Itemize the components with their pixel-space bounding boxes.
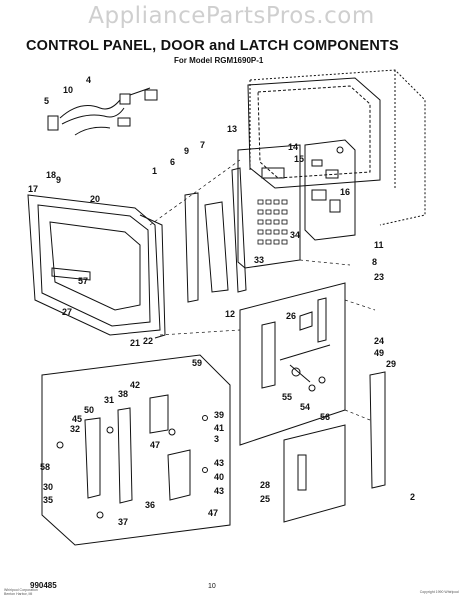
callout-37: 37 bbox=[118, 517, 128, 527]
callout-1: 1 bbox=[152, 166, 157, 176]
callout-43-a: 43 bbox=[214, 458, 224, 468]
callout-45: 45 bbox=[72, 414, 82, 424]
wire-harness bbox=[47, 87, 158, 136]
callout-43-b: 43 bbox=[214, 486, 224, 496]
callout-47-b: 47 bbox=[208, 508, 218, 518]
door-assembly bbox=[27, 194, 166, 339]
callout-12: 12 bbox=[225, 309, 235, 319]
latch-bracket bbox=[283, 371, 386, 523]
callout-57: 57 bbox=[78, 276, 88, 286]
callout-21: 21 bbox=[130, 338, 140, 348]
microwave-cavity-outline bbox=[249, 69, 426, 226]
fine-print-right: Copyright 1990 Whirlpool bbox=[419, 590, 459, 594]
callout-16: 16 bbox=[340, 187, 350, 197]
callout-15: 15 bbox=[294, 154, 304, 164]
callout-18: 18 bbox=[46, 170, 56, 180]
callout-8: 8 bbox=[372, 257, 377, 267]
callout-30: 30 bbox=[43, 482, 53, 492]
callout-10: 10 bbox=[63, 85, 73, 95]
callout-7: 7 bbox=[200, 140, 205, 150]
callout-3: 3 bbox=[214, 434, 219, 444]
callout-6: 6 bbox=[170, 157, 175, 167]
callout-50: 50 bbox=[84, 405, 94, 415]
callout-41: 41 bbox=[214, 423, 224, 433]
page-number: 10 bbox=[208, 583, 216, 590]
panel-trim-strips bbox=[184, 167, 247, 303]
callout-25: 25 bbox=[260, 494, 270, 504]
callout-14: 14 bbox=[288, 142, 298, 152]
callout-24: 24 bbox=[374, 336, 384, 346]
callout-28: 28 bbox=[260, 480, 270, 490]
callout-9: 9 bbox=[184, 146, 189, 156]
callout-38: 38 bbox=[118, 389, 128, 399]
callout-56: 56 bbox=[320, 412, 330, 422]
callout-40: 40 bbox=[214, 472, 224, 482]
control-board bbox=[304, 139, 356, 241]
callout-19: 9 bbox=[56, 175, 61, 185]
model-subtitle: For Model RGM1690P-1 bbox=[174, 56, 264, 65]
fine-print-left: Whirlpool Corporation Benton Harbor, MI bbox=[4, 588, 38, 596]
callout-55: 55 bbox=[282, 392, 292, 402]
callout-labels: 4 10 5 13 14 15 16 6 9 7 1 17 18 9 20 34… bbox=[28, 75, 415, 527]
callout-22: 22 bbox=[143, 336, 153, 346]
callout-42: 42 bbox=[130, 380, 140, 390]
callout-23: 23 bbox=[374, 272, 384, 282]
callout-54: 54 bbox=[300, 402, 310, 412]
callout-20: 20 bbox=[90, 194, 100, 204]
callout-39: 39 bbox=[214, 410, 224, 420]
callout-29: 29 bbox=[386, 359, 396, 369]
callout-11: 11 bbox=[374, 240, 384, 250]
callout-34: 34 bbox=[290, 230, 300, 240]
callout-59: 59 bbox=[192, 358, 202, 368]
callout-2: 2 bbox=[410, 492, 415, 502]
fine-print-left-line2: Benton Harbor, MI bbox=[4, 592, 33, 596]
callout-26: 26 bbox=[286, 311, 296, 321]
callout-31: 31 bbox=[104, 395, 114, 405]
diagram-title: CONTROL PANEL, DOOR and LATCH COMPONENTS bbox=[26, 38, 399, 54]
fine-print-left-line1: Whirlpool Corporation bbox=[4, 588, 38, 592]
touch-control-panel bbox=[237, 144, 301, 269]
door-handle-plate bbox=[51, 267, 91, 281]
callout-36: 36 bbox=[145, 500, 155, 510]
callout-49: 49 bbox=[374, 348, 384, 358]
document-number: 990485 bbox=[30, 581, 57, 590]
callout-47-a: 47 bbox=[150, 440, 160, 450]
callout-33: 33 bbox=[254, 255, 264, 265]
callout-17: 17 bbox=[28, 184, 38, 194]
callout-32: 32 bbox=[70, 424, 80, 434]
leader-lines bbox=[149, 159, 376, 421]
callout-5: 5 bbox=[44, 96, 49, 106]
callout-35: 35 bbox=[43, 495, 53, 505]
callout-58: 58 bbox=[40, 462, 50, 472]
interlock-assembly-box bbox=[41, 354, 231, 546]
watermark: AppliancePartsPros.com bbox=[88, 3, 375, 29]
callout-27: 27 bbox=[62, 307, 72, 317]
callout-13: 13 bbox=[227, 124, 237, 134]
callout-4: 4 bbox=[86, 75, 91, 85]
door-seal-frame bbox=[247, 77, 381, 189]
